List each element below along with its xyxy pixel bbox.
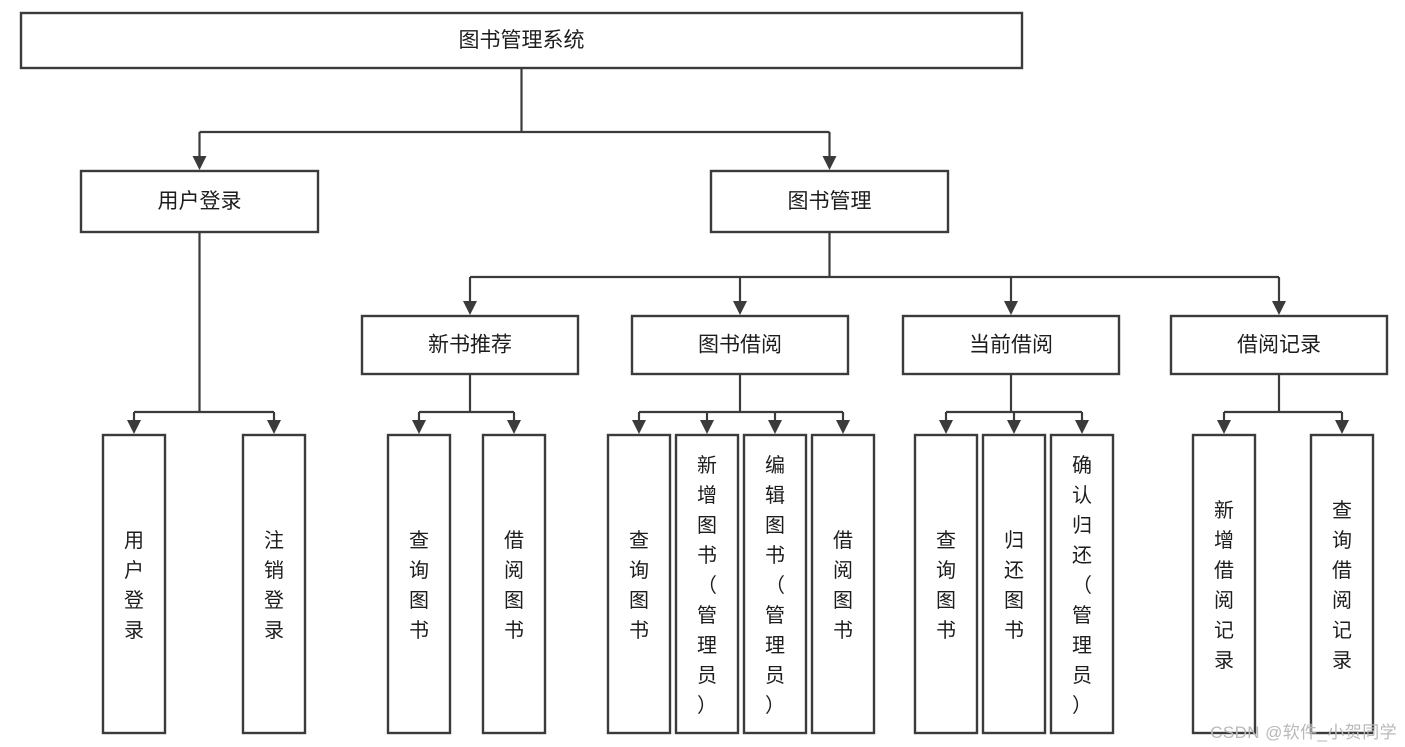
- node-book-borrow[interactable]: 图书借阅: [630, 314, 850, 376]
- node-box-leaf-query-book-borrow: [606, 433, 672, 735]
- node-label-leaf-edit-book-admin: 编辑图书（管理员）: [765, 454, 785, 717]
- node-leaf-logout[interactable]: 注销登录: [241, 433, 307, 735]
- node-box-root: [19, 11, 1024, 70]
- node-label-leaf-confirm-return-admin: 确认归还（管理员）: [1072, 454, 1092, 717]
- node-leaf-query-borrow-record[interactable]: 查询借阅记录: [1309, 433, 1375, 735]
- node-label-leaf-borrow-book-rec: 借阅图书: [504, 529, 524, 642]
- node-label-leaf-add-borrow-record: 新增借阅记录: [1214, 499, 1234, 672]
- edges-user-login-to-leaves: [127, 232, 281, 434]
- node-leaf-add-book-admin[interactable]: 新增图书（管理员）: [674, 433, 740, 735]
- node-box-leaf-edit-book-admin: [742, 433, 808, 735]
- node-current-borrow[interactable]: 当前借阅: [901, 314, 1121, 376]
- node-box-leaf-query-book-current: [913, 433, 979, 735]
- edges-book-borrow-to-leaves: [632, 374, 850, 434]
- node-leaf-query-book-current[interactable]: 查询图书: [913, 433, 979, 735]
- node-box-new-book-recommend: [360, 314, 580, 376]
- node-box-leaf-borrow-book-rec: [481, 433, 547, 735]
- node-label-leaf-add-book-admin: 新增图书（管理员）: [697, 454, 717, 717]
- csdn-watermark: CSDN @软件_小贺同学: [1210, 723, 1397, 742]
- node-box-leaf-add-borrow-record: [1191, 433, 1257, 735]
- edge-layer: [127, 68, 1349, 434]
- node-label-leaf-logout: 注销登录: [264, 529, 284, 642]
- node-label-root: 图书管理系统: [459, 29, 585, 52]
- node-box-leaf-query-book-rec: [386, 433, 452, 735]
- node-label-new-book-recommend: 新书推荐: [428, 334, 512, 357]
- node-box-leaf-add-book-admin: [674, 433, 740, 735]
- node-leaf-edit-book-admin[interactable]: 编辑图书（管理员）: [742, 433, 808, 735]
- node-borrow-record[interactable]: 借阅记录: [1169, 314, 1389, 376]
- node-new-book-recommend[interactable]: 新书推荐: [360, 314, 580, 376]
- node-box-leaf-borrow-book: [810, 433, 876, 735]
- node-leaf-borrow-book-rec[interactable]: 借阅图书: [481, 433, 547, 735]
- node-label-leaf-borrow-book: 借阅图书: [833, 529, 853, 642]
- node-leaf-user-login[interactable]: 用户登录: [101, 433, 167, 735]
- node-leaf-query-book-borrow[interactable]: 查询图书: [606, 433, 672, 735]
- node-layer: 图书管理系统用户登录图书管理新书推荐图书借阅当前借阅借阅记录用户登录注销登录查询…: [19, 11, 1389, 735]
- edges-current-borrow-to-leaves: [939, 374, 1089, 434]
- node-book-management[interactable]: 图书管理: [709, 169, 950, 234]
- node-label-leaf-query-book-borrow: 查询图书: [629, 529, 649, 642]
- node-label-leaf-query-book-current: 查询图书: [936, 529, 956, 642]
- node-leaf-confirm-return-admin[interactable]: 确认归还（管理员）: [1049, 433, 1115, 735]
- edges-management-to-level3: [463, 232, 1286, 315]
- node-box-leaf-user-login: [101, 433, 167, 735]
- node-label-current-borrow: 当前借阅: [969, 334, 1053, 357]
- node-label-borrow-record: 借阅记录: [1237, 334, 1321, 357]
- edges-root-to-level2: [192, 68, 837, 170]
- node-leaf-borrow-book[interactable]: 借阅图书: [810, 433, 876, 735]
- node-label-leaf-query-book-rec: 查询图书: [409, 529, 429, 642]
- node-label-leaf-query-borrow-record: 查询借阅记录: [1332, 499, 1352, 672]
- node-leaf-add-borrow-record[interactable]: 新增借阅记录: [1191, 433, 1257, 735]
- node-box-user-login: [79, 169, 320, 234]
- node-label-leaf-return-book: 归还图书: [1004, 529, 1024, 642]
- node-box-leaf-logout: [241, 433, 307, 735]
- node-box-borrow-record: [1169, 314, 1389, 376]
- node-label-user-login: 用户登录: [158, 190, 242, 213]
- node-leaf-return-book[interactable]: 归还图书: [981, 433, 1047, 735]
- edges-borrow-record-to-leaves: [1217, 374, 1349, 434]
- node-box-book-management: [709, 169, 950, 234]
- node-label-book-management: 图书管理: [788, 190, 872, 213]
- node-leaf-query-book-rec[interactable]: 查询图书: [386, 433, 452, 735]
- node-box-leaf-query-borrow-record: [1309, 433, 1375, 735]
- node-box-leaf-return-book: [981, 433, 1047, 735]
- node-box-book-borrow: [630, 314, 850, 376]
- node-user-login[interactable]: 用户登录: [79, 169, 320, 234]
- edges-new-book-recommend-to-leaves: [412, 374, 521, 434]
- node-label-book-borrow: 图书借阅: [698, 334, 782, 357]
- node-label-leaf-user-login: 用户登录: [124, 530, 144, 642]
- node-root[interactable]: 图书管理系统: [19, 11, 1024, 70]
- node-box-leaf-confirm-return-admin: [1049, 433, 1115, 735]
- node-box-current-borrow: [901, 314, 1121, 376]
